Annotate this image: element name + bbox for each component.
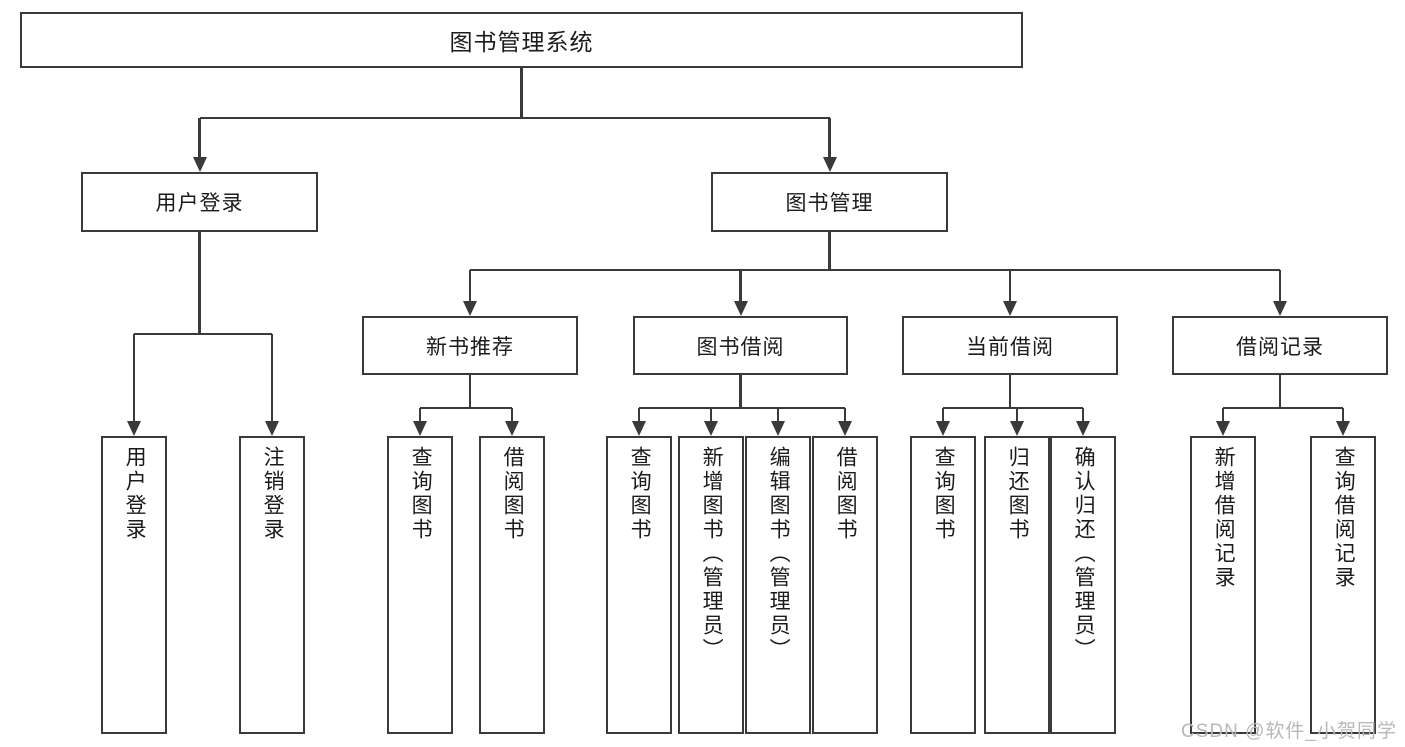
node-label: 新增借阅记录 <box>1212 446 1236 590</box>
connector-vertical <box>1015 408 1019 421</box>
node-label: 借阅图书 <box>501 446 525 542</box>
connector-vertical <box>198 232 201 334</box>
node-label: 查询图书 <box>932 446 956 542</box>
connector-vertical <box>709 408 713 421</box>
connector-vertical <box>418 408 422 421</box>
node-label: 确认归还（管理员） <box>1072 446 1096 662</box>
node-user-login[interactable]: 用户登录 <box>81 172 318 232</box>
connector-vertical <box>1008 375 1012 408</box>
node-new-book-rec[interactable]: 新书推荐 <box>362 316 578 375</box>
node-label: 编辑图书（管理员） <box>767 446 791 662</box>
node-leaf-confirm-return[interactable]: 确认归还（管理员） <box>1050 436 1116 734</box>
node-label: 归还图书 <box>1006 446 1030 542</box>
connector-vertical <box>1278 270 1282 301</box>
node-label: 查询借阅记录 <box>1332 446 1356 590</box>
node-leaf-user-logout[interactable]: 注销登录 <box>239 436 305 734</box>
arrow-head-icon <box>704 421 718 436</box>
node-leaf-return-book[interactable]: 归还图书 <box>984 436 1050 734</box>
node-book-borrow[interactable]: 图书借阅 <box>633 316 848 375</box>
connector-vertical <box>941 408 945 421</box>
connector-horizontal <box>420 406 512 410</box>
connector-vertical <box>739 270 742 301</box>
node-label: 图书管理 <box>785 192 874 215</box>
connector-vertical <box>198 118 201 157</box>
arrow-head-icon <box>463 301 477 316</box>
node-label: 图书管理系统 <box>449 29 594 55</box>
connector-vertical <box>270 334 274 421</box>
node-label: 新书推荐 <box>426 335 514 359</box>
connector-vertical <box>132 334 136 421</box>
arrow-head-icon <box>505 421 519 436</box>
node-book-manage[interactable]: 图书管理 <box>711 172 948 232</box>
connector-vertical <box>510 408 514 421</box>
node-label: 查询图书 <box>409 446 433 542</box>
arrow-head-icon <box>733 301 748 316</box>
node-label: 用户登录 <box>123 446 147 542</box>
connector-vertical <box>828 232 831 270</box>
arrow-head-icon <box>632 421 646 436</box>
connector-vertical <box>1081 408 1085 421</box>
arrow-head-icon <box>127 421 141 436</box>
node-leaf-add-record[interactable]: 新增借阅记录 <box>1190 436 1256 734</box>
connector-vertical <box>1341 408 1345 421</box>
arrow-head-icon <box>265 421 279 436</box>
node-label: 借阅记录 <box>1236 335 1324 359</box>
connector-vertical <box>468 375 472 408</box>
node-leaf-borrow-book-1[interactable]: 借阅图书 <box>479 436 545 734</box>
node-leaf-user-login[interactable]: 用户登录 <box>101 436 167 734</box>
arrow-head-icon <box>1216 421 1230 436</box>
node-label: 用户登录 <box>155 192 244 215</box>
connector-vertical <box>828 118 831 157</box>
arrow-head-icon <box>1076 421 1090 436</box>
connector-vertical <box>468 270 472 301</box>
arrow-head-icon <box>936 421 950 436</box>
node-borrow-record[interactable]: 借阅记录 <box>1172 316 1388 375</box>
connector-horizontal <box>134 332 272 336</box>
node-label: 借阅图书 <box>834 446 858 542</box>
connector-vertical <box>1008 270 1012 301</box>
node-label: 当前借阅 <box>966 335 1054 359</box>
node-label: 查询图书 <box>628 446 652 542</box>
connector-vertical <box>637 408 641 421</box>
arrow-head-icon <box>1273 301 1287 316</box>
node-leaf-borrow-book-2[interactable]: 借阅图书 <box>812 436 878 734</box>
connector-vertical <box>843 408 847 421</box>
connector-vertical <box>776 408 780 421</box>
node-leaf-add-book[interactable]: 新增图书（管理员） <box>678 436 744 734</box>
arrow-head-icon <box>771 421 785 436</box>
node-label: 注销登录 <box>261 446 285 542</box>
node-label: 新增图书（管理员） <box>700 446 724 662</box>
arrow-head-icon <box>822 157 837 172</box>
connector-vertical <box>1278 375 1282 408</box>
arrow-head-icon <box>1003 301 1017 316</box>
node-leaf-query-record[interactable]: 查询借阅记录 <box>1310 436 1376 734</box>
arrow-head-icon <box>1336 421 1350 436</box>
connector-horizontal <box>943 406 1083 410</box>
connector-horizontal <box>639 406 845 410</box>
node-label: 图书借阅 <box>696 335 785 359</box>
connector-horizontal <box>1223 406 1343 410</box>
connector-vertical <box>739 375 742 408</box>
connector-vertical <box>1221 408 1225 421</box>
arrow-head-icon <box>1010 421 1024 436</box>
connector-vertical <box>520 68 523 118</box>
connector-horizontal <box>199 116 830 120</box>
node-current-borrow[interactable]: 当前借阅 <box>902 316 1118 375</box>
node-book-management-system[interactable]: 图书管理系统 <box>20 12 1023 68</box>
node-leaf-query-book-3[interactable]: 查询图书 <box>910 436 976 734</box>
connector-horizontal <box>470 268 1280 272</box>
node-leaf-query-book-1[interactable]: 查询图书 <box>387 436 453 734</box>
arrow-head-icon <box>192 157 207 172</box>
node-leaf-edit-book[interactable]: 编辑图书（管理员） <box>745 436 811 734</box>
arrow-head-icon <box>838 421 852 436</box>
node-leaf-query-book-2[interactable]: 查询图书 <box>606 436 672 734</box>
arrow-head-icon <box>413 421 427 436</box>
